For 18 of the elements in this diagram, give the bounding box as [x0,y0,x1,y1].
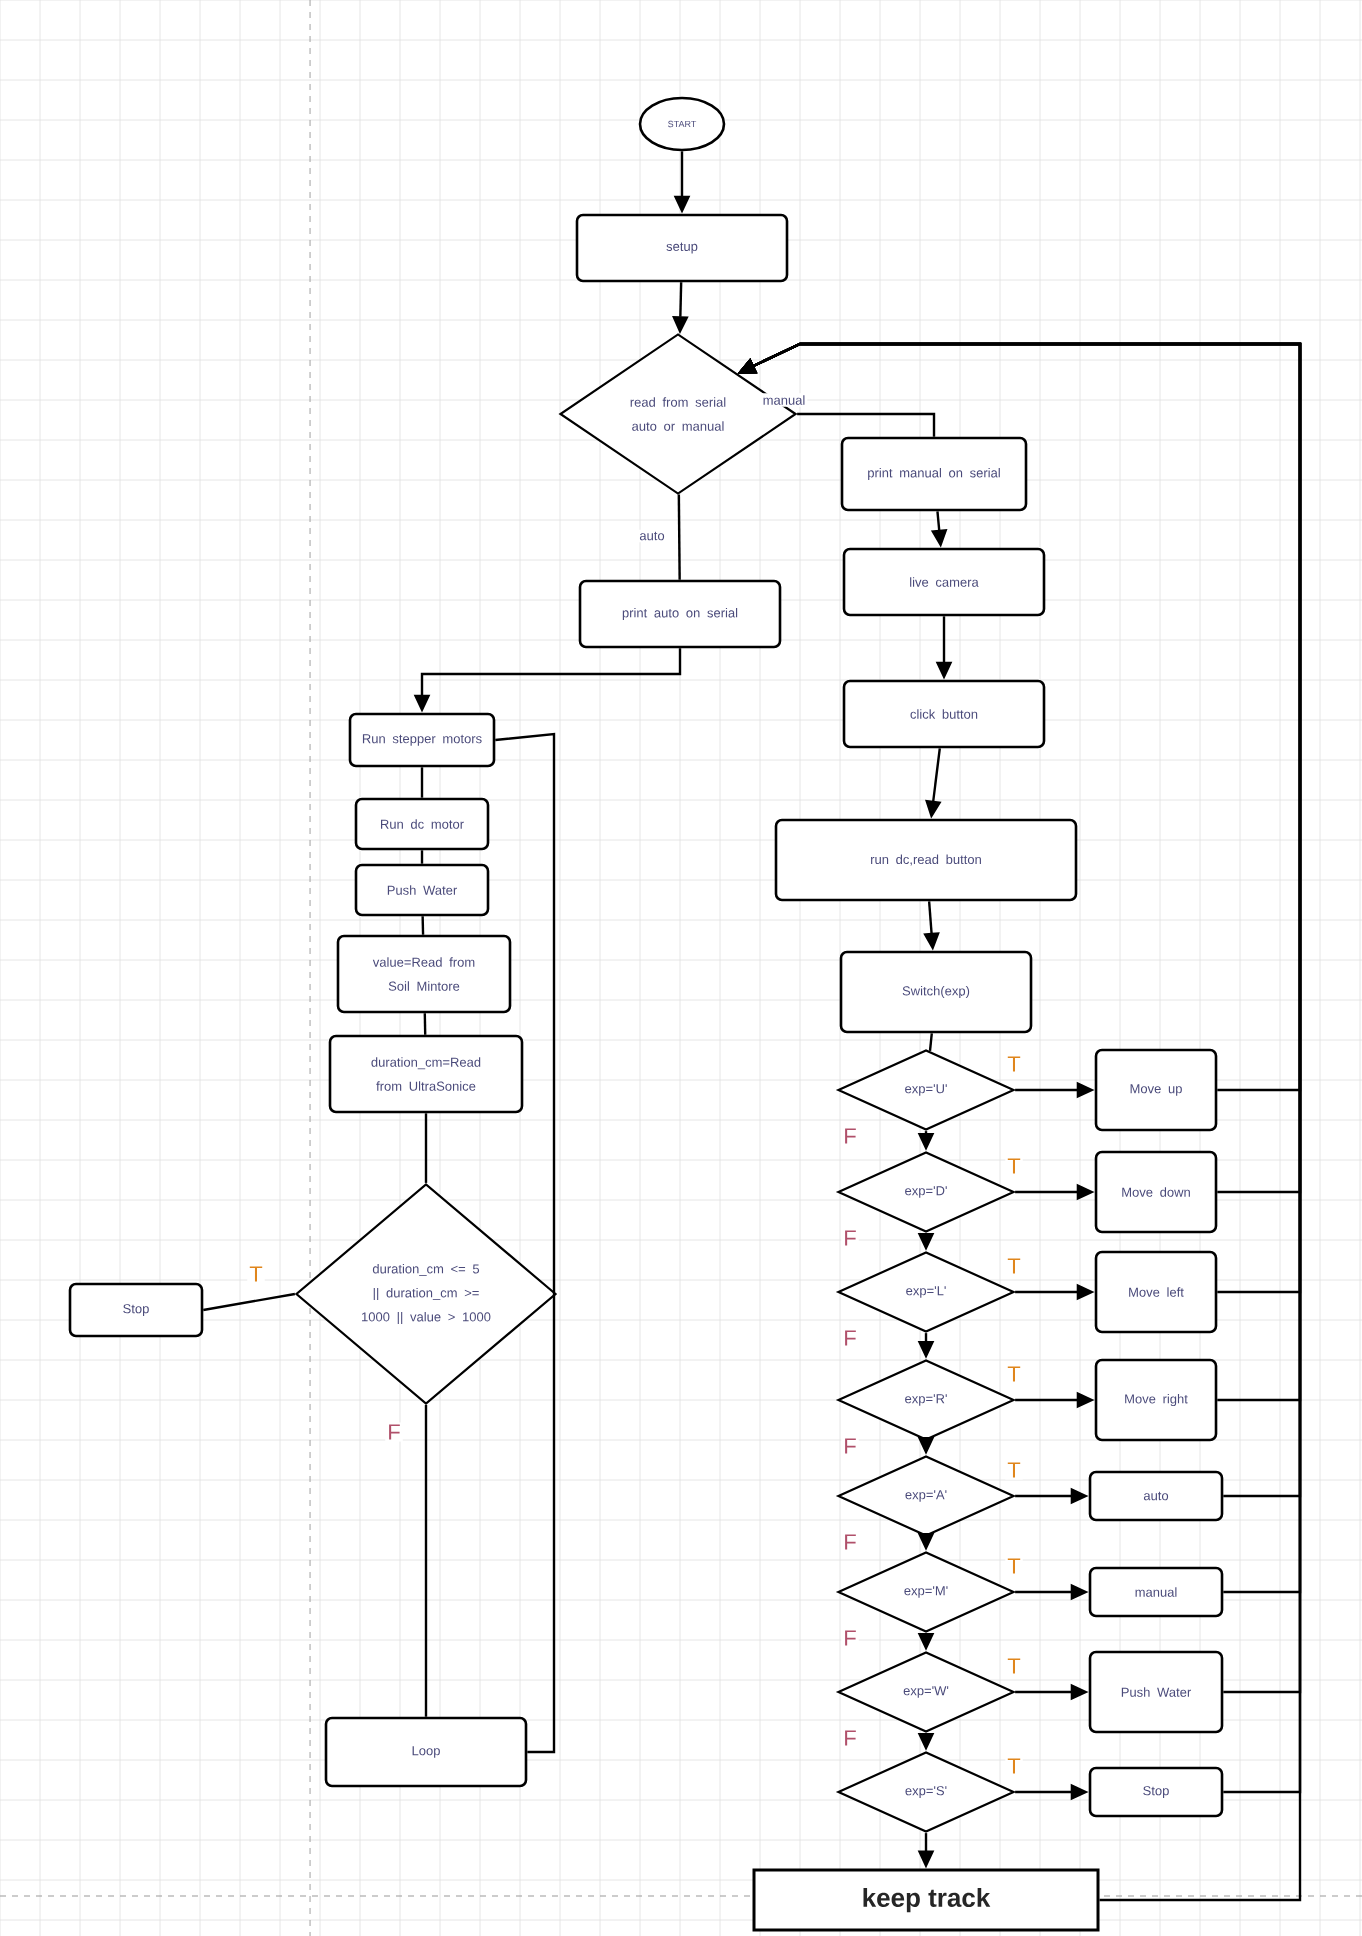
edge-label: F [841,1228,859,1248]
edge-label: T [1005,1156,1023,1176]
edge-label: F [841,1532,859,1552]
edge-label: T [1005,1460,1023,1480]
edge-label: T [1005,1756,1023,1776]
edge-label: F [385,1422,403,1442]
edge-label: F [841,1436,859,1456]
edge-label: T [1005,1054,1023,1074]
edge-label: T [1005,1656,1023,1676]
edge-label: T [1005,1364,1023,1384]
edge-label: T [247,1264,265,1284]
edge-label: F [841,1328,859,1348]
edge-label: T [1005,1556,1023,1576]
edge-label: T [1005,1256,1023,1276]
edge-label: F [841,1126,859,1146]
edge-label: F [841,1628,859,1648]
process-box: keep track [752,1868,1100,1932]
edge-label: F [841,1728,859,1748]
